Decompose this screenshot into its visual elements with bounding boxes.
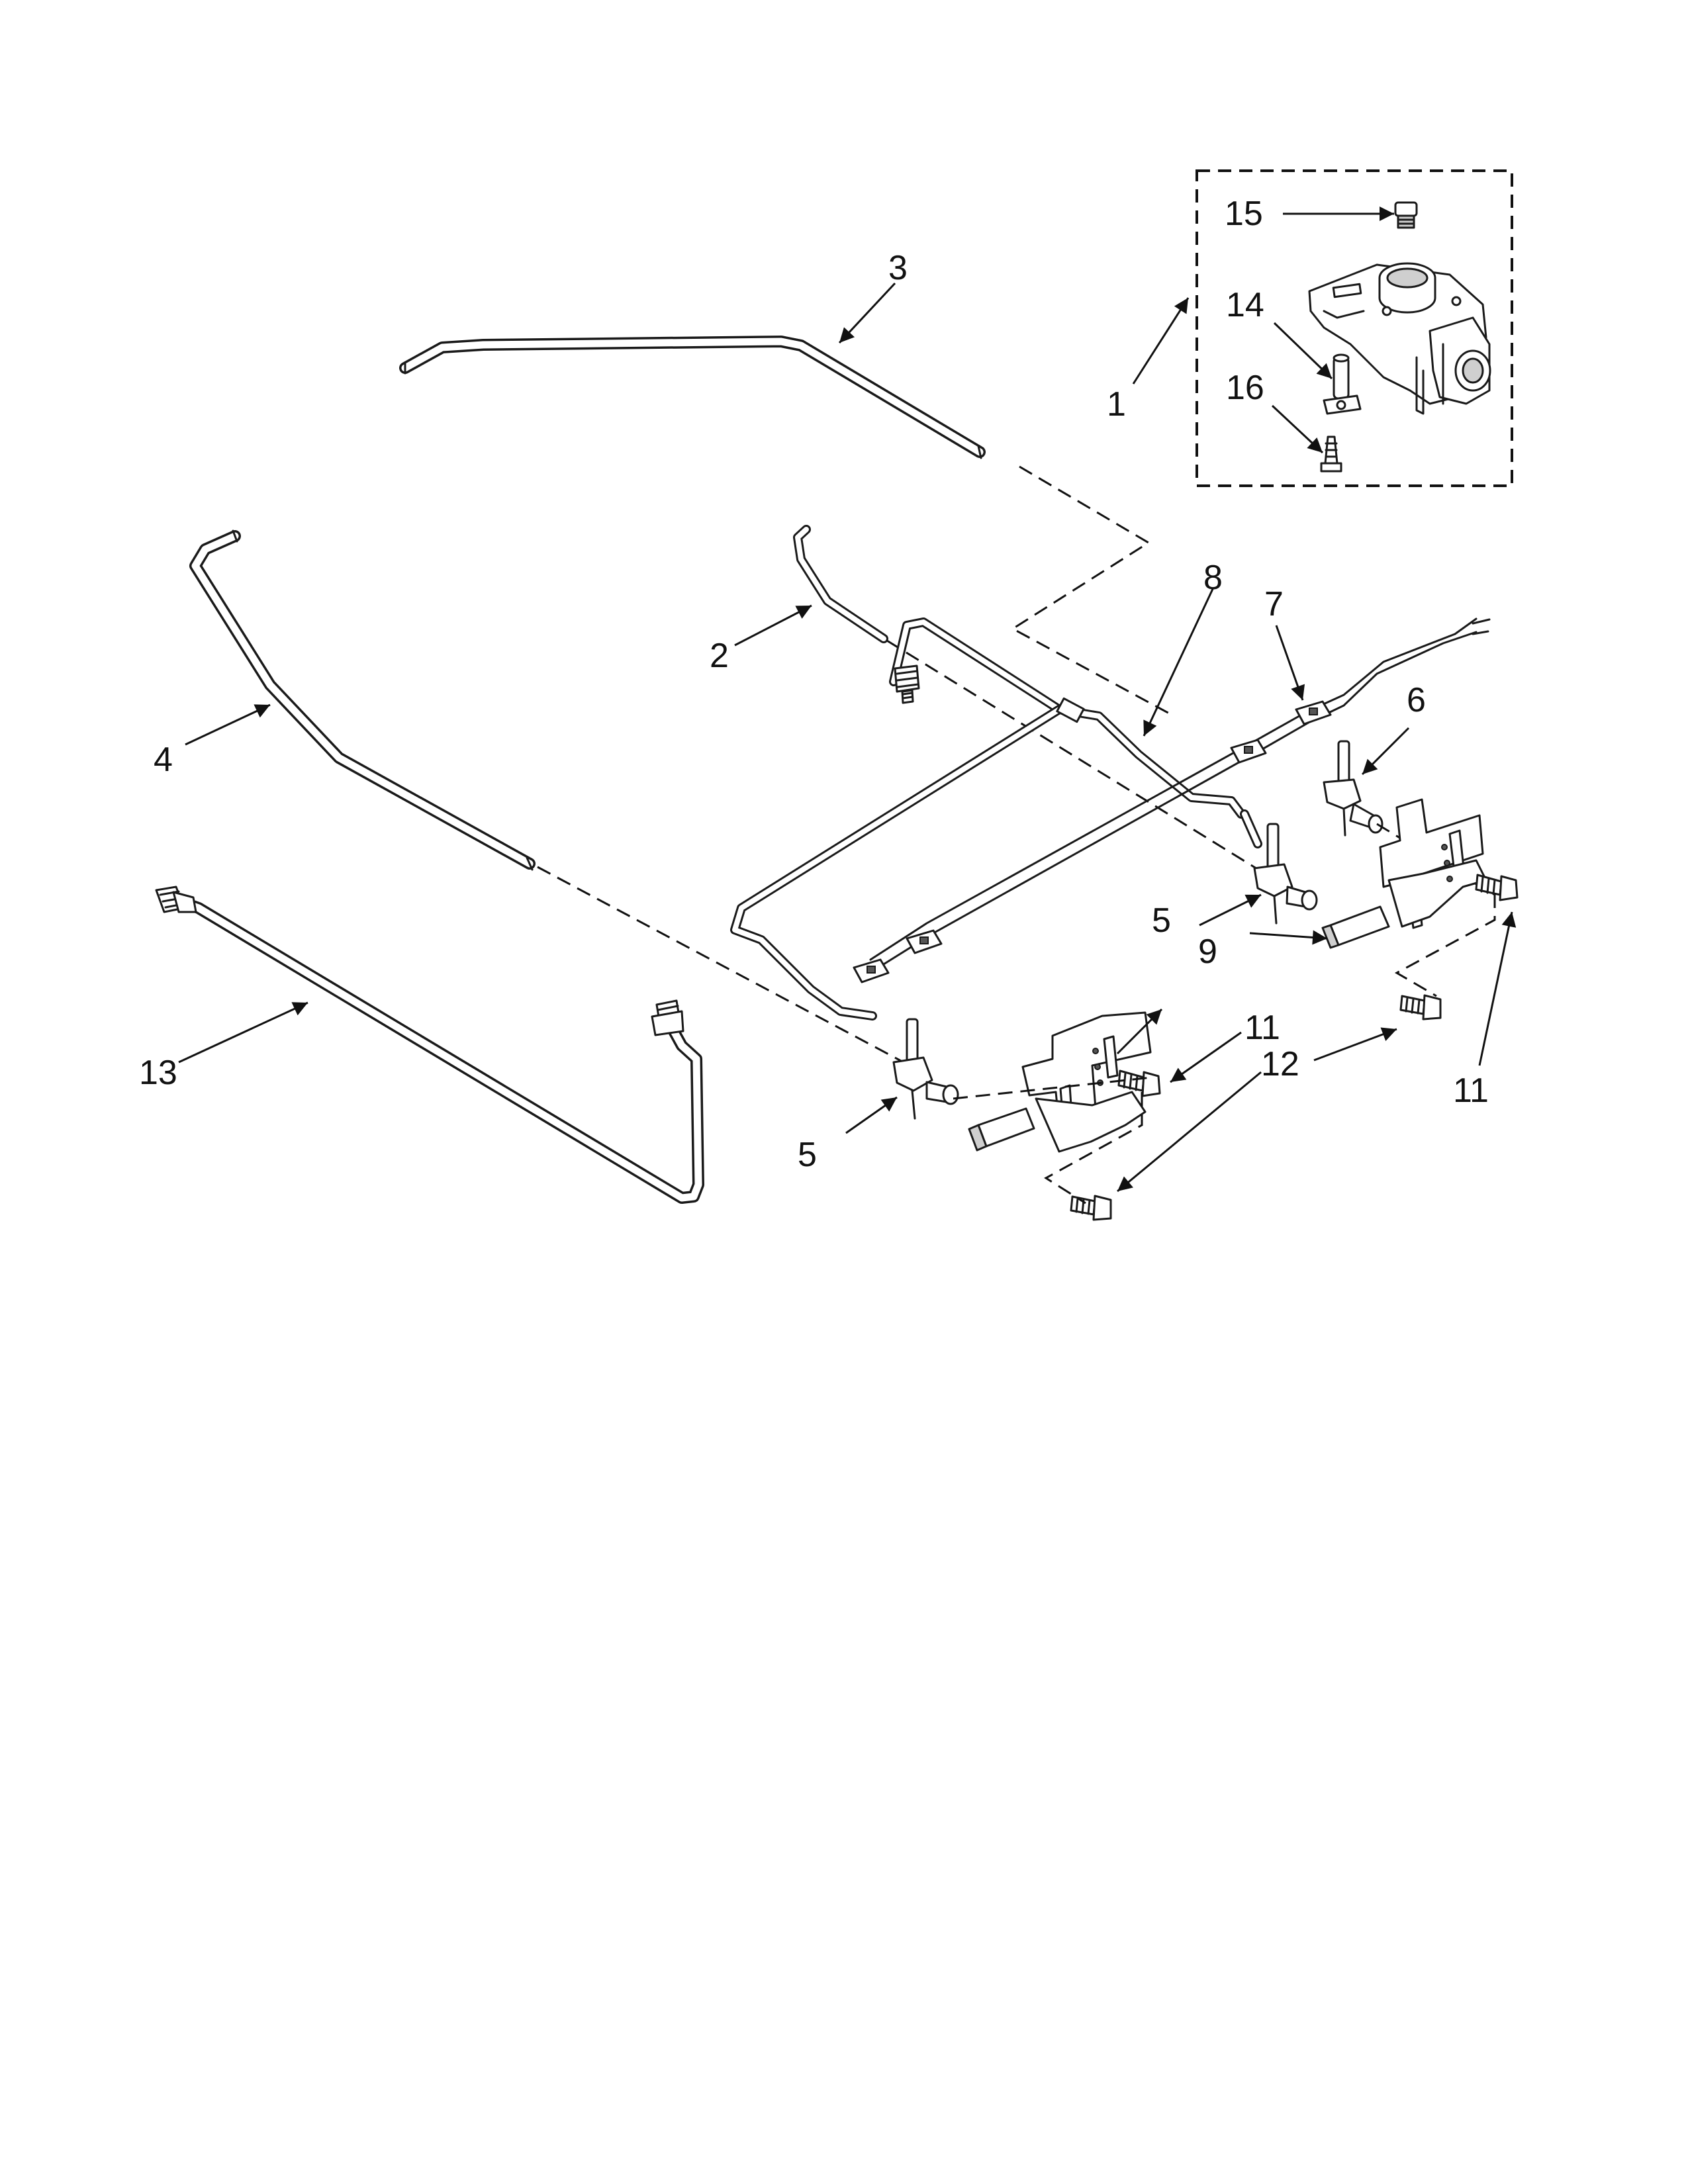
leader-4: [185, 704, 271, 746]
screw-small: [1320, 435, 1342, 473]
callout-3: 3: [888, 249, 908, 287]
tube-3: [399, 336, 986, 459]
callout-16: 16: [1226, 369, 1264, 407]
dash-bracket-right: [1394, 893, 1496, 997]
fitting-13-left: [155, 886, 197, 913]
harness-clip-1: [1295, 700, 1332, 725]
callout-13: 13: [139, 1054, 177, 1092]
leader-2: [734, 604, 812, 647]
callout-14: 14: [1226, 286, 1264, 324]
leader-14: [1273, 322, 1333, 380]
valve-6: [1323, 740, 1383, 837]
harness-clip-2: [1230, 739, 1267, 764]
callout-12: 12: [1261, 1045, 1299, 1083]
screw-11-right: [1475, 874, 1519, 901]
leader-11-right: [1478, 911, 1517, 1066]
leader-12-right: [1313, 1027, 1397, 1062]
callout-4: 4: [154, 741, 173, 779]
inset-box: [1132, 169, 1513, 487]
leader-5-right: [1199, 893, 1262, 927]
valve-5-right: [1240, 809, 1318, 925]
leader-9-left: [1116, 1008, 1163, 1055]
dash-bracket-left-a: [953, 1076, 1152, 1100]
leader-12-left: [1117, 1071, 1262, 1193]
harness-clip-4: [853, 958, 890, 983]
manifold-8: [730, 617, 1246, 1021]
callout-5-left: 5: [798, 1136, 817, 1174]
dash-4: [537, 866, 913, 1068]
dash-2: [886, 639, 1282, 885]
leader-6: [1361, 727, 1410, 776]
dash-bracket-left-b: [1044, 1092, 1143, 1205]
leader-1: [1132, 297, 1190, 385]
leader-9-right: [1249, 930, 1328, 945]
screw-11-left: [1117, 1069, 1161, 1097]
tube-4: [189, 529, 536, 871]
orifice-cap: [1394, 201, 1418, 229]
inset-dashed-border: [1196, 169, 1513, 487]
tube-2: [793, 525, 888, 643]
bracket-9-left: [968, 1011, 1152, 1153]
screw-12-left: [1070, 1195, 1112, 1221]
harness-7: [853, 617, 1491, 983]
regulator-assembly: [1308, 262, 1491, 415]
leader-7: [1275, 625, 1305, 701]
screw-12-right: [1399, 994, 1442, 1021]
leader-3: [838, 282, 896, 344]
callout-5-right: 5: [1152, 901, 1171, 940]
callout-8: 8: [1203, 559, 1223, 597]
callout-1: 1: [1107, 385, 1126, 424]
harness-clip-3: [906, 929, 943, 954]
stem-pin: [1323, 353, 1362, 415]
callout-2: 2: [710, 637, 729, 675]
callout-11-left: 11: [1244, 1009, 1280, 1047]
leader-5-left: [845, 1096, 898, 1134]
dash-3: [1011, 465, 1172, 716]
valve-5-left: [892, 1018, 959, 1120]
callout-9: 9: [1198, 933, 1217, 971]
bracket-9-right: [1321, 798, 1487, 949]
fitting-13-right: [651, 999, 684, 1036]
leader-11-left: [1170, 1031, 1242, 1083]
leader-16: [1271, 404, 1324, 454]
tube-13: [155, 886, 704, 1204]
fitting-manifold: [894, 664, 920, 704]
leader-8: [1143, 588, 1214, 737]
leader-13: [178, 1001, 308, 1064]
callout-6: 6: [1407, 681, 1426, 719]
callout-11-right: 11: [1453, 1071, 1489, 1110]
callout-7: 7: [1264, 585, 1284, 623]
callout-15: 15: [1225, 195, 1263, 233]
